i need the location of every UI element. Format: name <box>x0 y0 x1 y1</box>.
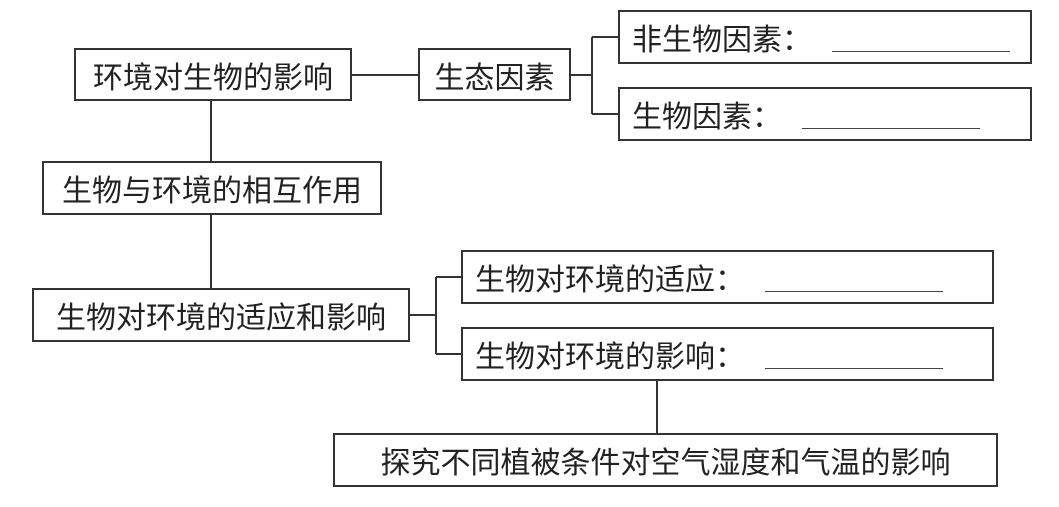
node-eco-factors: 生态因素 <box>418 48 571 101</box>
node-adapt-and-influence: 生物对环境的适应和影响 <box>32 288 410 342</box>
influence-answer-blank[interactable] <box>765 340 943 369</box>
node-eco-factors-label: 生态因素 <box>434 60 555 96</box>
node-experiment-label: 探究不同植被条件对空气湿度和气温的影响 <box>380 446 951 481</box>
node-interaction-label: 生物与环境的相互作用 <box>62 174 362 209</box>
node-abiotic: 非生物因素： <box>618 10 1032 64</box>
node-experiment: 探究不同植被条件对空气湿度和气温的影响 <box>333 433 998 487</box>
node-adapt-and-influence-label: 生物对环境的适应和影响 <box>56 301 386 336</box>
node-root: 环境对生物的影响 <box>74 48 352 101</box>
node-influence: 生物对环境的影响： <box>461 327 994 381</box>
abiotic-answer-blank[interactable] <box>832 23 1010 52</box>
node-adaptation-label: 生物对环境的适应： <box>475 263 745 298</box>
biotic-answer-blank[interactable] <box>802 100 980 129</box>
node-influence-label: 生物对环境的影响： <box>475 340 745 375</box>
node-abiotic-label: 非生物因素： <box>632 23 812 58</box>
node-adaptation: 生物对环境的适应： <box>461 250 994 304</box>
node-interaction: 生物与环境的相互作用 <box>42 161 382 215</box>
node-biotic-label: 生物因素： <box>632 100 782 135</box>
node-root-label: 环境对生物的影响 <box>93 60 333 96</box>
node-biotic: 生物因素： <box>618 87 1032 141</box>
adaptation-answer-blank[interactable] <box>765 263 943 292</box>
